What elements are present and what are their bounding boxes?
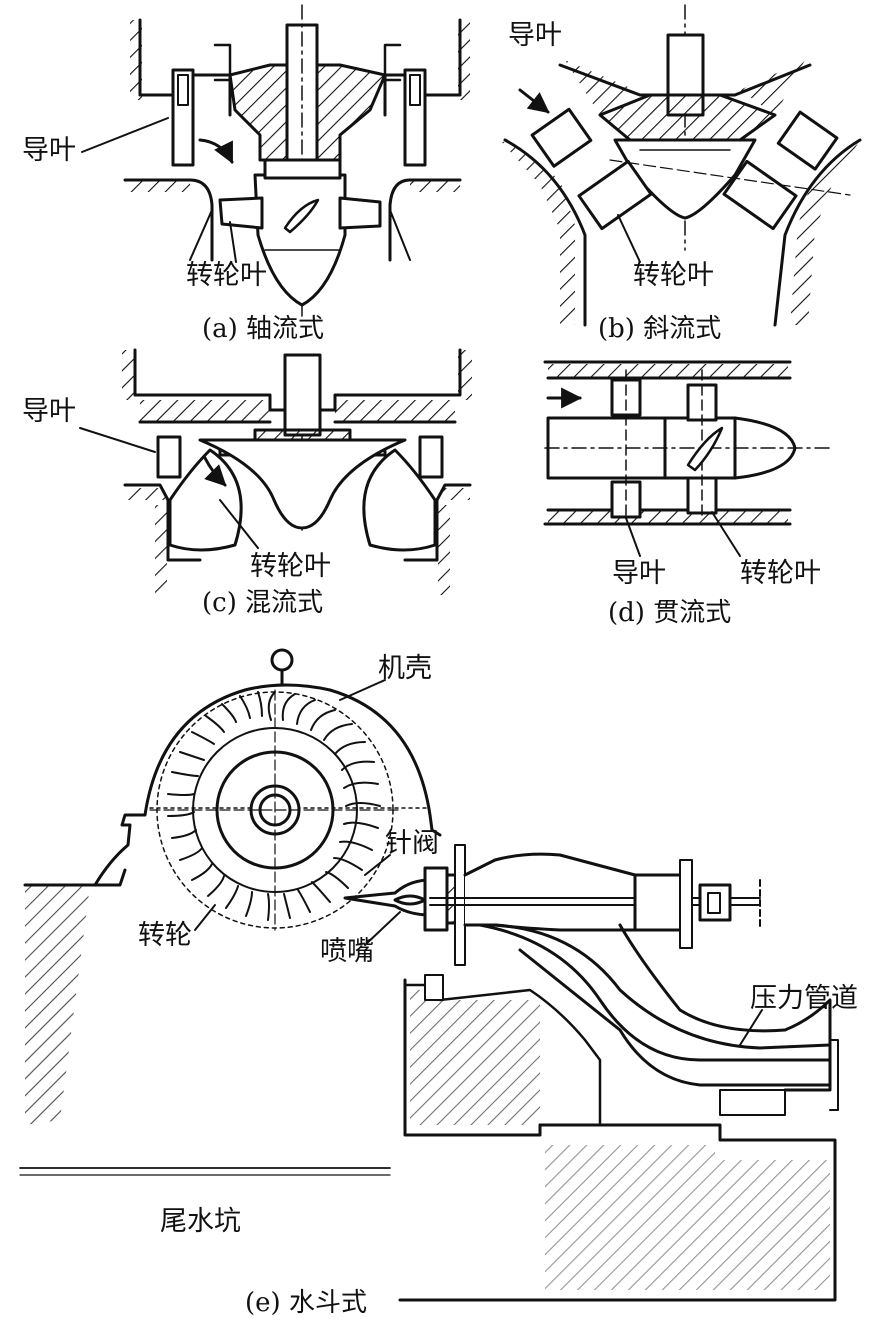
a-guide-vane-label: 导叶 <box>22 135 76 166</box>
e-buckets <box>167 691 381 921</box>
panel-d-tubular-diagram <box>543 360 831 557</box>
a-runner-blade-label: 转轮叶 <box>186 260 267 291</box>
e-penstock <box>478 923 832 1087</box>
e-needle-valve-label: 针阀 <box>385 828 439 859</box>
c-guide-vane-label: 导叶 <box>22 396 76 427</box>
b-head-cover <box>598 93 777 142</box>
a-flow-arrow <box>198 138 234 164</box>
panel-a-axial-diagram <box>81 4 470 321</box>
e-casing <box>93 683 442 887</box>
panel-c-mixed-diagram <box>79 348 472 595</box>
a-lower-wall-right <box>388 178 462 262</box>
d-runner-blade-label: 转轮叶 <box>740 558 821 589</box>
panel-e-pelton-diagram <box>19 648 839 1302</box>
e-runner-label: 转轮 <box>138 920 192 951</box>
b-guide-vane-right <box>776 110 839 171</box>
panel-b-diagonal-diagram <box>500 4 862 327</box>
a-runner-hub <box>253 173 347 307</box>
e-tailwater-pit-label: 尾水坑 <box>160 1206 241 1237</box>
a-runner-blade-right <box>338 196 382 230</box>
b-flow-arrow <box>518 88 550 114</box>
b-runner-blade-label: 转轮叶 <box>633 260 714 291</box>
c-guide-vane-right <box>418 435 444 479</box>
e-nozzle-label: 喷嘴 <box>320 936 374 967</box>
e-caption: (e) 水斗式 <box>245 1288 367 1318</box>
c-blade-right <box>362 448 437 552</box>
a-runner-blade-left <box>218 196 264 230</box>
e-foundation-right <box>398 978 837 1302</box>
c-guide-vane-left <box>156 435 182 479</box>
e-foundation-left <box>23 868 127 887</box>
e-casing-label: 机壳 <box>378 653 432 684</box>
d-caption: (d) 贯流式 <box>608 598 732 628</box>
c-runner-blade-label: 转轮叶 <box>250 551 331 582</box>
b-guide-vane-label: 导叶 <box>508 20 562 51</box>
c-caption: (c) 混流式 <box>202 588 324 618</box>
e-needle-pipe <box>463 852 637 932</box>
e-eyebolt <box>270 648 294 672</box>
b-runner-blade-left <box>577 159 653 231</box>
a-caption: (a) 轴流式 <box>202 314 325 344</box>
c-runner-body <box>198 438 407 530</box>
d-guide-vane-label: 导叶 <box>612 558 666 589</box>
c-wall-left <box>123 483 202 562</box>
b-guide-vane-left <box>530 107 593 168</box>
c-shaft <box>283 353 322 437</box>
c-flow-arrow <box>203 456 227 487</box>
e-penstock-label: 压力管道 <box>750 983 858 1014</box>
c-wall-right <box>403 483 472 562</box>
b-caption: (b) 斜流式 <box>598 314 722 344</box>
a-lower-wall-left <box>123 178 214 262</box>
